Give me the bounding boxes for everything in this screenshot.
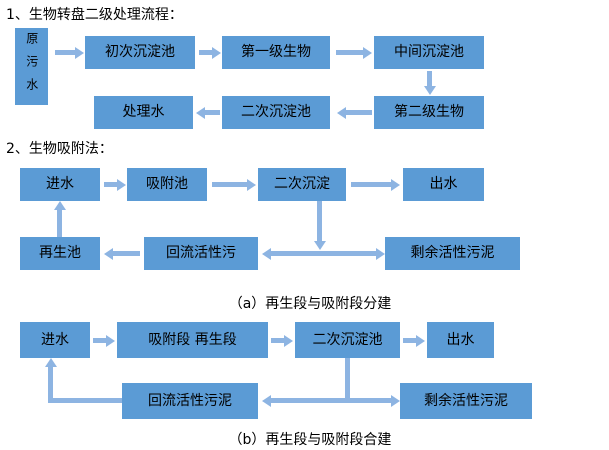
arrow-a-return-to-regen bbox=[104, 247, 140, 260]
arrow-a-junction-to-return bbox=[262, 247, 322, 260]
arrow-secondary-to-treated bbox=[196, 106, 220, 119]
arrow-stage1-to-middle bbox=[336, 46, 372, 59]
box-a-outflow: 出水 bbox=[403, 168, 484, 201]
box-secondary-sedimentation: 二次沉淀池 bbox=[222, 96, 330, 129]
box-a-secondary-sedimentation: 二次沉淀 bbox=[258, 168, 346, 201]
box-b-excess-sludge: 剩余活性污泥 bbox=[400, 383, 532, 419]
box-b-outflow: 出水 bbox=[427, 322, 494, 358]
arrow-a-secondary-to-outflow bbox=[351, 178, 400, 191]
box-first-stage-bio: 第一级生物 bbox=[222, 36, 330, 69]
arrow-a-secondary-down bbox=[313, 201, 326, 250]
arrow-primary-to-stage1 bbox=[199, 46, 221, 59]
box-a-adsorption-tank: 吸附池 bbox=[127, 168, 207, 201]
box-a-regeneration-tank: 再生池 bbox=[20, 237, 100, 270]
arrow-a-inflow-to-adsorption bbox=[104, 178, 126, 191]
arrow-b-junction-to-return bbox=[262, 394, 346, 407]
box-primary-sedimentation: 初次沉淀池 bbox=[85, 36, 195, 69]
arrow-b-junction-to-excess bbox=[348, 394, 400, 407]
box-b-inflow: 进水 bbox=[20, 322, 90, 358]
box-second-stage-bio: 第二级生物 bbox=[374, 96, 484, 129]
arrow-a-adsorption-to-secondary bbox=[212, 178, 256, 191]
box-a-return-sludge: 回流活性污 bbox=[144, 237, 258, 270]
section1-title: 1、生物转盘二级处理流程： bbox=[6, 7, 183, 23]
arrow-b-secondary-to-outflow bbox=[403, 334, 425, 347]
arrow-stage2-to-secondary bbox=[337, 106, 372, 119]
arrow-a-regen-to-inflow bbox=[53, 201, 66, 237]
box-middle-sedimentation: 中间沉淀池 bbox=[374, 36, 484, 69]
box-b-secondary-sedimentation: 二次沉淀池 bbox=[295, 322, 400, 358]
arrow-raw-to-primary bbox=[55, 46, 84, 59]
section2-title: 2、生物吸附法： bbox=[6, 141, 113, 157]
box-a-excess-sludge: 剩余活性污泥 bbox=[385, 237, 520, 270]
arrow-b-inflow-to-adsorption bbox=[93, 334, 115, 347]
caption-b: （b）再生段与吸附段合建 bbox=[228, 432, 392, 448]
arrow-a-junction-to-excess bbox=[317, 247, 385, 260]
arrow-b-return-to-inflow bbox=[44, 358, 57, 403]
box-treated-water: 处理水 bbox=[94, 96, 193, 129]
arrow-b-adsorption-to-secondary bbox=[271, 334, 293, 347]
caption-a: （a）再生段与吸附段分建 bbox=[228, 296, 392, 312]
line-b-return-left bbox=[48, 398, 122, 403]
arrow-middle-to-stage2 bbox=[423, 71, 436, 95]
line-b-secondary-down bbox=[345, 358, 350, 403]
box-raw-sewage: 原污水 bbox=[15, 28, 48, 105]
box-b-return-sludge: 回流活性污泥 bbox=[122, 383, 258, 419]
box-a-inflow: 进水 bbox=[20, 168, 100, 201]
box-b-adsorption-regen: 吸附段 再生段 bbox=[117, 322, 268, 358]
